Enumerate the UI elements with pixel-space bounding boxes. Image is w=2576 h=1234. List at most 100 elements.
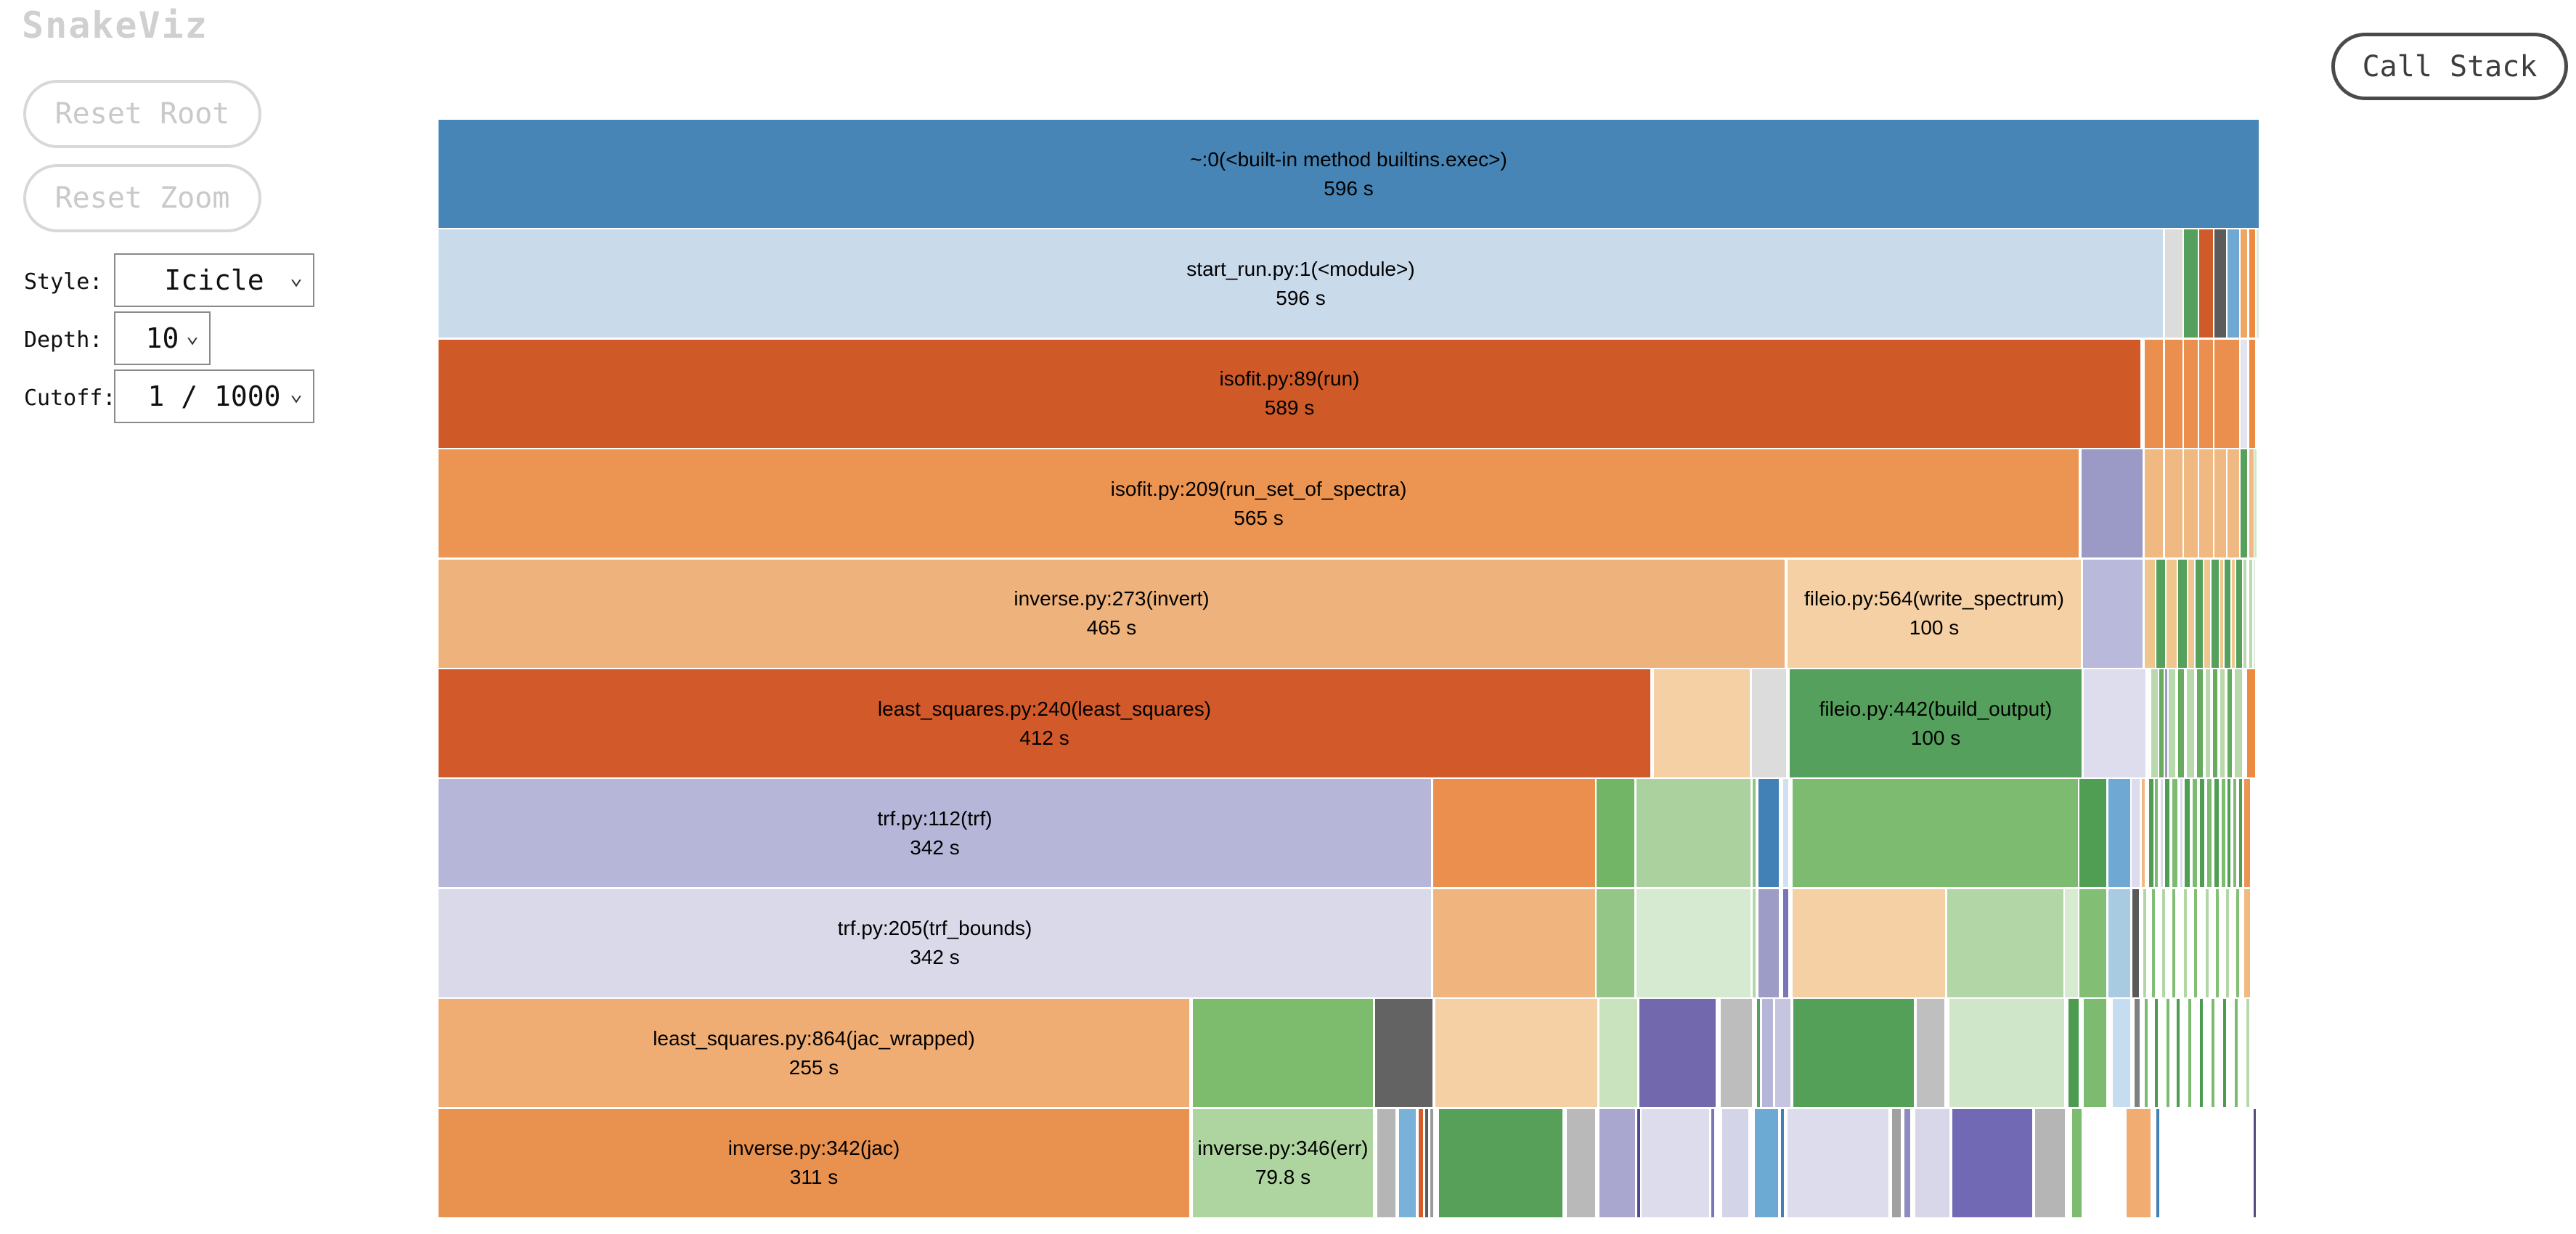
chart-sliver[interactable] bbox=[2205, 888, 2209, 997]
chart-sliver[interactable] bbox=[1755, 1108, 1778, 1217]
chart-block[interactable]: fileio.py:442(build_output)100 s bbox=[1790, 669, 2082, 777]
chart-sliver[interactable] bbox=[2184, 888, 2187, 997]
chart-block[interactable]: inverse.py:273(invert)465 s bbox=[439, 559, 1785, 668]
style-select[interactable]: Icicle ⌄ bbox=[114, 253, 314, 307]
chart-sliver[interactable] bbox=[1758, 779, 1779, 888]
chart-sliver[interactable] bbox=[1753, 888, 1756, 997]
chart-sliver[interactable] bbox=[1892, 1108, 1901, 1217]
chart-sliver[interactable] bbox=[2079, 779, 2106, 888]
chart-sliver[interactable] bbox=[1758, 888, 1779, 997]
chart-sliver[interactable] bbox=[1757, 999, 1760, 1108]
chart-sliver[interactable] bbox=[1775, 999, 1790, 1108]
chart-block[interactable]: least_squares.py:240(least_squares)412 s bbox=[439, 669, 1650, 777]
chart-sliver[interactable] bbox=[1793, 779, 2078, 888]
chart-sliver[interactable] bbox=[2162, 888, 2165, 997]
chart-sliver[interactable] bbox=[2226, 888, 2229, 997]
chart-sliver[interactable] bbox=[2072, 1108, 2082, 1217]
chart-sliver[interactable] bbox=[1788, 1108, 1888, 1217]
chart-block[interactable]: least_squares.py:864(jac_wrapped)255 s bbox=[439, 999, 1189, 1108]
chart-sliver[interactable] bbox=[2172, 888, 2175, 997]
chart-sliver[interactable] bbox=[2241, 229, 2247, 338]
reset-root-button[interactable]: Reset Root bbox=[23, 80, 261, 148]
chart-sliver[interactable] bbox=[2167, 999, 2169, 1108]
chart-sliver[interactable] bbox=[1637, 888, 1750, 997]
chart-sliver[interactable] bbox=[1783, 779, 1788, 888]
chart-sliver[interactable] bbox=[1567, 1108, 1595, 1217]
chart-sliver[interactable] bbox=[1952, 1108, 2032, 1217]
chart-sliver[interactable] bbox=[1642, 1108, 1709, 1217]
chart-sliver[interactable] bbox=[2194, 888, 2197, 997]
chart-sliver[interactable] bbox=[2188, 559, 2194, 668]
chart-sliver[interactable] bbox=[2188, 999, 2191, 1108]
chart-sliver[interactable] bbox=[2199, 999, 2203, 1108]
chart-sliver[interactable] bbox=[2160, 779, 2163, 888]
chart-sliver[interactable] bbox=[2127, 1108, 2151, 1217]
chart-sliver[interactable] bbox=[2165, 669, 2167, 777]
chart-sliver[interactable] bbox=[2232, 559, 2235, 668]
cutoff-select[interactable]: 1 ∕ 1000 ⌄ bbox=[114, 369, 314, 423]
chart-sliver[interactable] bbox=[2165, 449, 2182, 558]
chart-sliver[interactable] bbox=[2068, 999, 2079, 1108]
chart-sliver[interactable] bbox=[1639, 999, 1716, 1108]
chart-sliver[interactable] bbox=[1599, 1108, 1635, 1217]
chart-sliver[interactable] bbox=[2249, 229, 2255, 338]
chart-sliver[interactable] bbox=[2235, 999, 2238, 1108]
chart-sliver[interactable] bbox=[1753, 779, 1756, 888]
chart-sliver[interactable] bbox=[1783, 888, 1788, 997]
chart-sliver[interactable] bbox=[1917, 999, 1944, 1108]
chart-sliver[interactable] bbox=[1597, 888, 1634, 997]
chart-sliver[interactable] bbox=[2145, 559, 2155, 668]
chart-sliver[interactable] bbox=[2227, 229, 2239, 338]
chart-sliver[interactable] bbox=[2216, 888, 2219, 997]
chart-sliver[interactable] bbox=[2145, 999, 2148, 1108]
chart-sliver[interactable] bbox=[2082, 449, 2143, 558]
chart-sliver[interactable] bbox=[2227, 449, 2239, 558]
chart-block[interactable]: inverse.py:342(jac)311 s bbox=[439, 1108, 1189, 1217]
chart-sliver[interactable] bbox=[2184, 449, 2198, 558]
chart-sliver[interactable] bbox=[2156, 1108, 2159, 1217]
chart-sliver[interactable] bbox=[2135, 999, 2140, 1108]
chart-sliver[interactable] bbox=[2180, 779, 2182, 888]
chart-sliver[interactable] bbox=[1377, 1108, 1395, 1217]
chart-sliver[interactable] bbox=[2254, 449, 2257, 558]
chart-sliver[interactable] bbox=[2220, 559, 2223, 668]
chart-sliver[interactable] bbox=[2159, 669, 2164, 777]
chart-sliver[interactable] bbox=[1947, 888, 2063, 997]
chart-sliver[interactable] bbox=[1722, 1108, 1748, 1217]
chart-sliver[interactable] bbox=[2212, 999, 2214, 1108]
chart-sliver[interactable] bbox=[2227, 669, 2232, 777]
chart-sliver[interactable] bbox=[2246, 999, 2249, 1108]
chart-sliver[interactable] bbox=[1793, 999, 1914, 1108]
chart-sliver[interactable] bbox=[2254, 559, 2255, 668]
chart-sliver[interactable] bbox=[1425, 1108, 1428, 1217]
chart-sliver[interactable] bbox=[2184, 229, 2198, 338]
chart-sliver[interactable] bbox=[2083, 559, 2143, 668]
chart-sliver[interactable] bbox=[2197, 669, 2203, 777]
chart-sliver[interactable] bbox=[2257, 229, 2259, 338]
chart-sliver[interactable] bbox=[2132, 779, 2140, 888]
chart-sliver[interactable] bbox=[2178, 559, 2187, 668]
call-stack-button[interactable]: Call Stack bbox=[2331, 33, 2568, 100]
chart-sliver[interactable] bbox=[2177, 999, 2180, 1108]
chart-sliver[interactable] bbox=[2204, 559, 2210, 668]
chart-sliver[interactable] bbox=[2214, 449, 2226, 558]
chart-block[interactable]: ~:0(<built-in method builtins.exec>)596 … bbox=[439, 120, 2259, 228]
chart-sliver[interactable] bbox=[2249, 559, 2252, 668]
chart-block[interactable]: start_run.py:1(<module>)596 s bbox=[439, 229, 2163, 338]
chart-sliver[interactable] bbox=[2254, 1108, 2256, 1217]
chart-sliver[interactable] bbox=[1915, 1108, 1949, 1217]
chart-sliver[interactable] bbox=[2165, 229, 2182, 338]
chart-sliver[interactable] bbox=[2184, 779, 2190, 888]
chart-sliver[interactable] bbox=[1752, 669, 1786, 777]
reset-zoom-button[interactable]: Reset Zoom bbox=[23, 164, 261, 232]
chart-sliver[interactable] bbox=[2214, 339, 2239, 448]
chart-sliver[interactable] bbox=[1419, 1108, 1423, 1217]
chart-sliver[interactable] bbox=[2199, 779, 2204, 888]
chart-sliver[interactable] bbox=[2165, 779, 2169, 888]
chart-block[interactable]: isofit.py:89(run)589 s bbox=[439, 339, 2140, 448]
chart-sliver[interactable] bbox=[1430, 1108, 1433, 1217]
chart-sliver[interactable] bbox=[1637, 779, 1750, 888]
chart-sliver[interactable] bbox=[1720, 999, 1752, 1108]
chart-sliver[interactable] bbox=[2155, 999, 2158, 1108]
chart-sliver[interactable] bbox=[2227, 779, 2230, 888]
